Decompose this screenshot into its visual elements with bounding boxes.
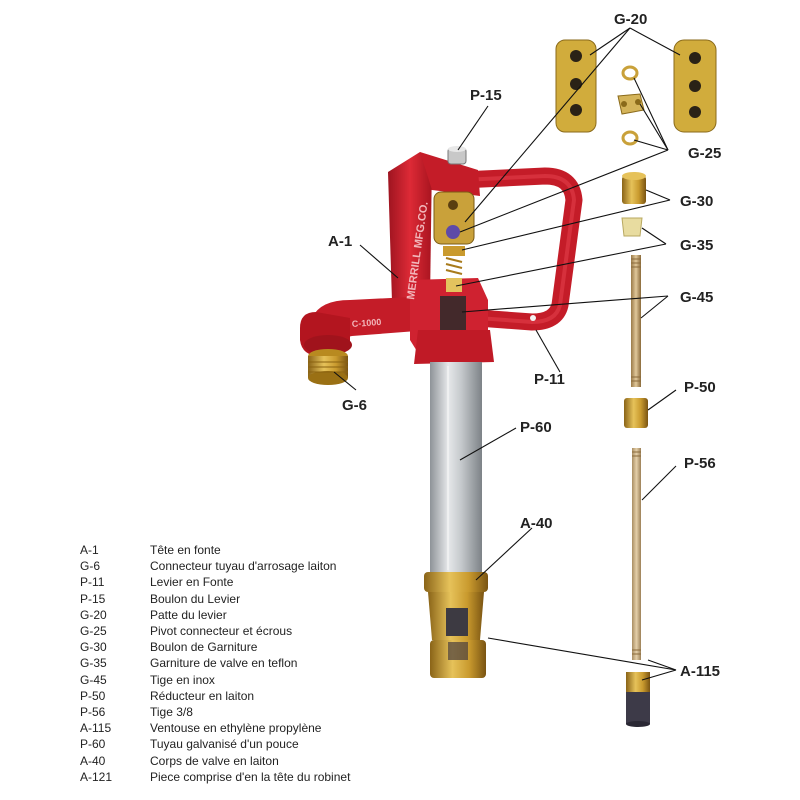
- legend-description: Réducteur en laiton: [150, 688, 255, 703]
- legend-code: A-115: [80, 721, 112, 736]
- galvanized-pipe-p60: [430, 362, 482, 574]
- assembled-lever-link: [433, 191, 475, 292]
- lever-plate-left-g20: [555, 39, 597, 133]
- legend-code: G-6: [80, 559, 101, 574]
- callout-g35: G-35: [680, 237, 713, 254]
- legend-row: P-11 Levier en Fonte: [80, 574, 350, 590]
- exploded-parts: [555, 39, 717, 727]
- legend-row: A-40 Corps de valve en laiton: [80, 753, 350, 769]
- legend-description: Corps de valve en laiton: [150, 753, 279, 768]
- legend-code: P-56: [80, 705, 106, 720]
- legend-row: G-6 Connecteur tuyau d'arrosage laiton: [80, 558, 350, 574]
- callout-g25: G-25: [688, 145, 721, 162]
- legend-description: Garniture de valve en teflon: [150, 656, 298, 671]
- callout-g45: G-45: [680, 289, 713, 306]
- rod-p56: [632, 448, 641, 660]
- lever-plate-right-g20: [673, 39, 717, 133]
- legend-code: G-45: [80, 672, 107, 687]
- callout-g6: G-6: [342, 397, 367, 414]
- legend-code: A-121: [80, 769, 113, 784]
- callout-g30: G-30: [680, 193, 713, 210]
- leader-lines: [333, 27, 681, 681]
- teflon-packing-g35: [621, 217, 643, 237]
- legend-code: P-60: [80, 737, 106, 752]
- legend-row: A-1 Tête en fonte: [80, 542, 350, 558]
- legend-description: Tuyau galvanisé d'un pouce: [150, 737, 299, 752]
- legend-description: Patte du levier: [150, 607, 227, 622]
- valve-body-a40: [424, 572, 488, 678]
- legend-code: G-30: [80, 640, 107, 655]
- callout-g20: G-20: [614, 11, 647, 28]
- callout-a1: A-1: [328, 233, 352, 250]
- legend-row: P-50 Réducteur en laiton: [80, 688, 350, 704]
- legend-description: Boulon de Garniture: [150, 640, 258, 655]
- legend-row: G-30 Boulon de Garniture: [80, 639, 350, 655]
- legend-code: P-50: [80, 688, 106, 703]
- legend-code: G-20: [80, 607, 107, 622]
- legend-row: P-60 Tuyau galvanisé d'un pouce: [80, 736, 350, 752]
- legend-description: Boulon du Levier: [150, 591, 241, 606]
- legend-row: P-56 Tige 3/8: [80, 704, 350, 720]
- packing-bolt-g30: [622, 172, 646, 204]
- legend-row: A-115 Ventouse en ethylène propylène: [80, 720, 350, 736]
- lever-p11: [411, 167, 583, 331]
- lever-bolt-p15: [447, 146, 467, 165]
- legend-description: Tige 3/8: [150, 705, 193, 720]
- callout-p15: P-15: [470, 87, 502, 104]
- pivot-nuts-g25: [617, 65, 645, 146]
- legend-row: G-20 Patte du levier: [80, 607, 350, 623]
- legend-description: Tige en inox: [150, 672, 215, 687]
- legend-row: G-45 Tige en inox: [80, 672, 350, 688]
- legend-description: Connecteur tuyau d'arrosage laiton: [150, 559, 337, 574]
- legend-description: Ventouse en ethylène propylène: [150, 721, 322, 736]
- legend-code: P-11: [80, 575, 105, 590]
- legend-row: G-25 Pivot connecteur et écrous: [80, 623, 350, 639]
- callout-a40: A-40: [520, 515, 553, 532]
- callout-p60: P-60: [520, 419, 552, 436]
- callout-p11: P-11: [534, 371, 565, 388]
- legend-row: G-35 Garniture de valve en teflon: [80, 655, 350, 671]
- legend-code: G-35: [80, 656, 107, 671]
- seat-washer-a115: [626, 672, 650, 727]
- cast-iron-head-a1: MERRILL MFG.CO. C-1000: [300, 152, 494, 364]
- legend-code: G-25: [80, 624, 107, 639]
- legend-row: P-15 Boulon du Levier: [80, 591, 350, 607]
- legend-description: Piece comprise d'en la tête du robinet: [150, 769, 351, 784]
- stainless-rod-g45: [631, 255, 641, 387]
- legend-description: Tête en fonte: [150, 543, 221, 557]
- legend-code: A-40: [80, 753, 106, 768]
- legend-code: P-15: [80, 591, 106, 606]
- callout-a115: A-115: [680, 663, 720, 680]
- brass-reducer-p50: [624, 398, 648, 428]
- casting-model-text: C-1000: [351, 317, 381, 329]
- legend-description: Levier en Fonte: [150, 575, 234, 590]
- legend-description: Pivot connecteur et écrous: [150, 624, 293, 639]
- hose-connector-g6: [308, 349, 348, 385]
- legend-row: A-121 Piece comprise d'en la tête du robi…: [80, 769, 350, 785]
- callout-p56: P-56: [684, 455, 716, 472]
- callout-p50: P-50: [684, 379, 716, 396]
- legend-code: A-1: [80, 543, 99, 557]
- callout-labels: G-20 P-15 G-25 G-30 A-1 G-35 G-45 P-11 P…: [328, 11, 721, 680]
